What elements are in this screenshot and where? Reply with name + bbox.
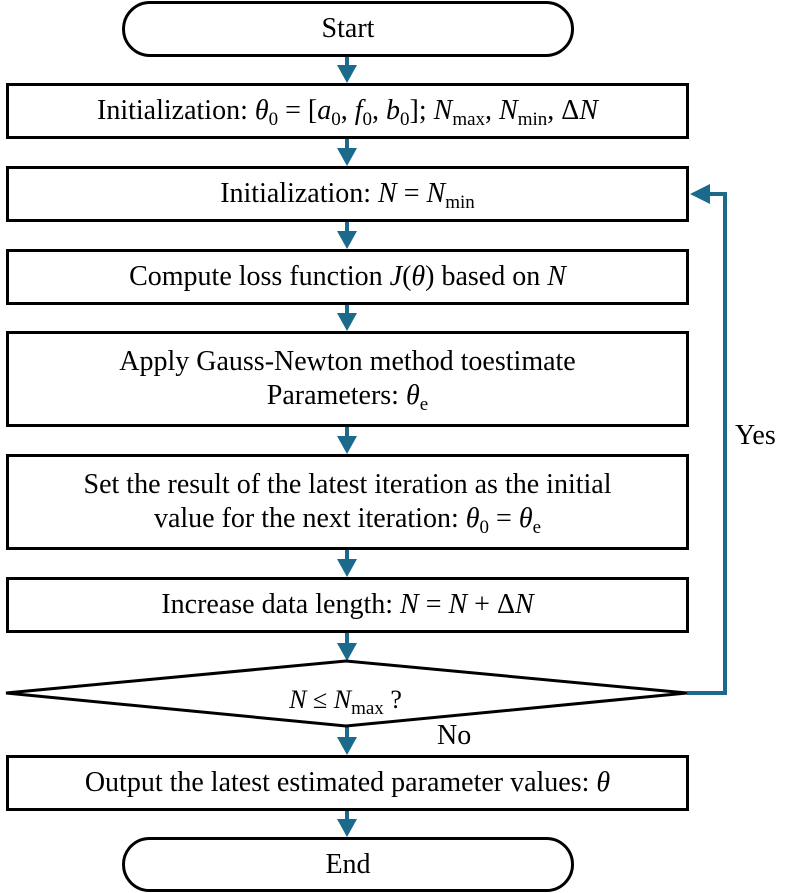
compute-loss-text: Compute loss function J(θ) based on N	[129, 261, 566, 292]
gauss-newton-to-set-result-arrowhead	[337, 436, 357, 454]
start-to-init-params-arrowhead	[337, 65, 357, 83]
init-n-to-compute-loss-arrowhead	[337, 231, 357, 249]
set-result-text: Set the result of the latest iteration a…	[83, 469, 612, 538]
set-result-to-increase-arrowhead	[337, 559, 357, 577]
output-box: Output the latest estimated parameter va…	[6, 755, 689, 811]
init-n-box: Initialization: N = Nmin	[6, 166, 689, 222]
init-params-to-init-n-arrowhead	[337, 148, 357, 166]
increase-box: Increase data length: N = N + ΔN	[6, 577, 689, 633]
compute-loss-box: Compute loss function J(θ) based on N	[6, 249, 689, 305]
yes-label: Yes	[735, 420, 776, 451]
increase-text: Increase data length: N = N + ΔN	[161, 589, 534, 620]
set-result-box: Set the result of the latest iteration a…	[6, 454, 689, 550]
output-to-end-arrowhead	[337, 819, 357, 837]
compute-loss-to-gauss-newton-arrowhead	[337, 313, 357, 331]
end-terminal: End	[122, 837, 574, 892]
end-label: End	[325, 848, 371, 880]
decision-to-output-arrowhead	[337, 737, 357, 755]
init-params-box: Initialization: θ0 = [a0, f0, b0]; Nmax,…	[6, 83, 689, 139]
output-text: Output the latest estimated parameter va…	[84, 767, 611, 798]
yes-loop-arrowhead	[690, 184, 710, 204]
yes-loop-arrow	[687, 192, 727, 695]
no-label: No	[437, 720, 472, 751]
decision-text: N ≤ Nmax ?	[289, 685, 402, 719]
increase-to-decision-arrowhead	[337, 643, 357, 661]
init-params-text: Initialization: θ0 = [a0, f0, b0]; Nmax,…	[97, 95, 598, 130]
start-terminal: Start	[122, 1, 574, 57]
start-label: Start	[321, 13, 375, 44]
init-n-text: Initialization: N = Nmin	[220, 178, 475, 213]
